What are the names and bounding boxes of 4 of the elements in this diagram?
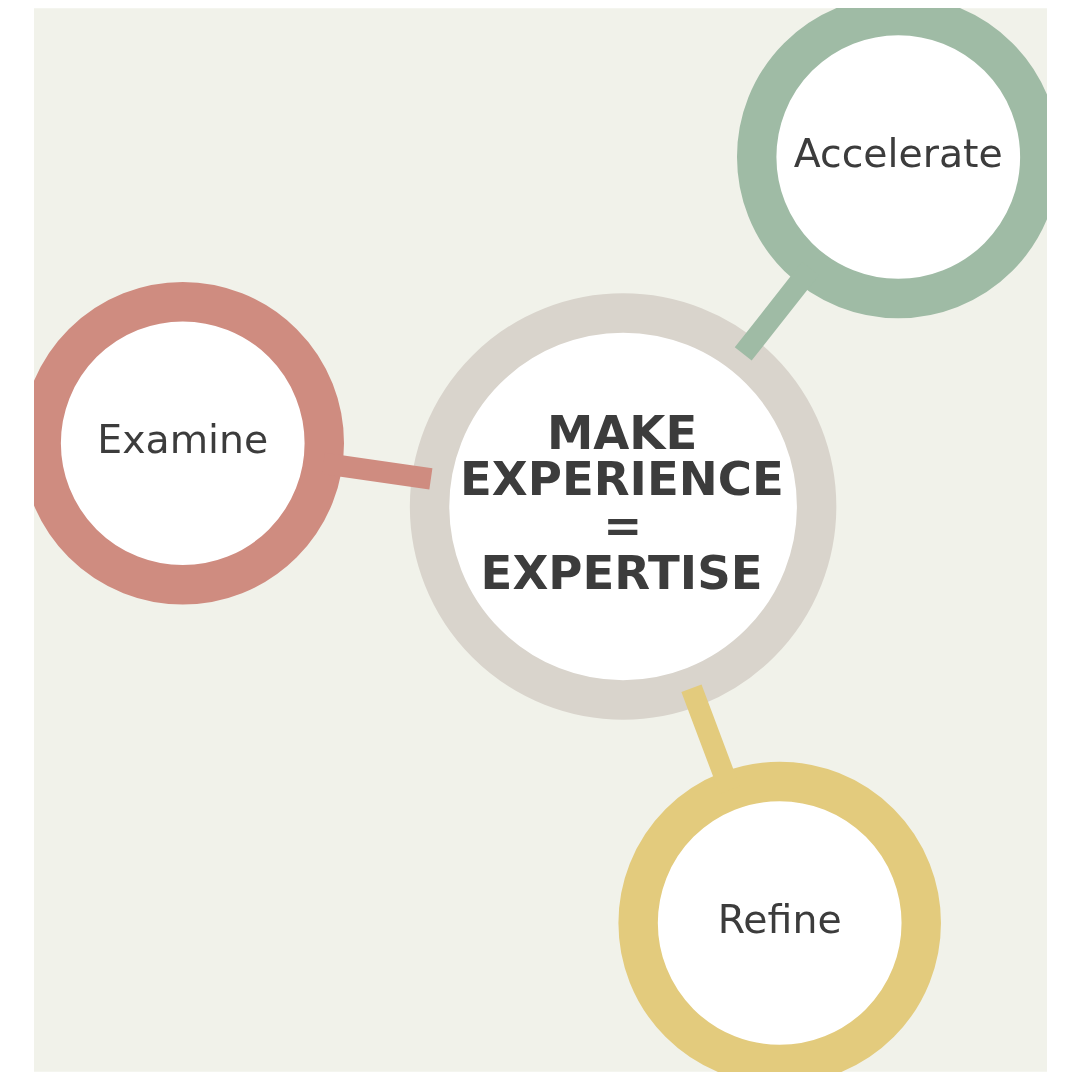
node-circle: Refine bbox=[617, 761, 941, 1072]
node-circle: Accelerate bbox=[736, 8, 1047, 319]
node-circle: MAKE EXPERIENCE = EXPERTISE bbox=[409, 293, 836, 720]
node-circle: Examine bbox=[33, 281, 344, 605]
